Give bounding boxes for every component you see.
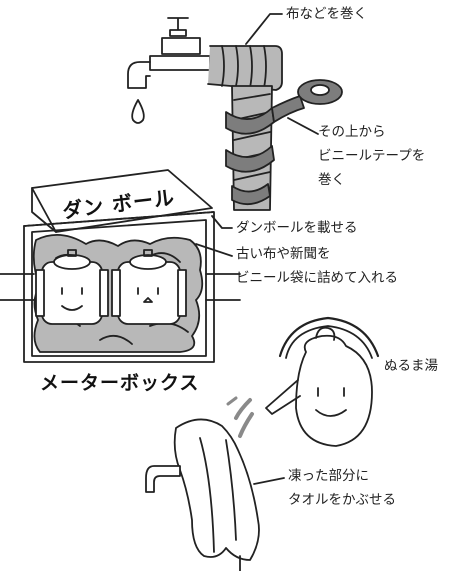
label-frozen-line2: タオルをかぶせる [288, 492, 396, 508]
towel-faucet-illustration [145, 418, 285, 571]
kettle-illustration [226, 316, 380, 447]
label-cardboard-top: ダンボールを載せる [236, 220, 358, 236]
label-frozen-line1: 凍った部分に [288, 468, 369, 484]
label-lukewarm-water: ぬるま湯 [384, 358, 438, 374]
label-vinyl-tape-line3: 巻く [318, 172, 345, 188]
meter-box-illustration [0, 169, 241, 363]
label-vinyl-tape-line2: ビニールテープを [318, 148, 426, 164]
label-vinyl-tape-line1: その上から [318, 124, 386, 140]
meter-box-caption: メーターボックス [40, 372, 200, 394]
label-old-cloth-line1: 古い布や新聞を [236, 246, 331, 262]
wrapped-faucet-illustration [127, 13, 343, 211]
label-old-cloth-line2: ビニール袋に詰めて入れる [236, 270, 398, 286]
label-wrap-cloth: 布などを巻く [286, 6, 367, 22]
